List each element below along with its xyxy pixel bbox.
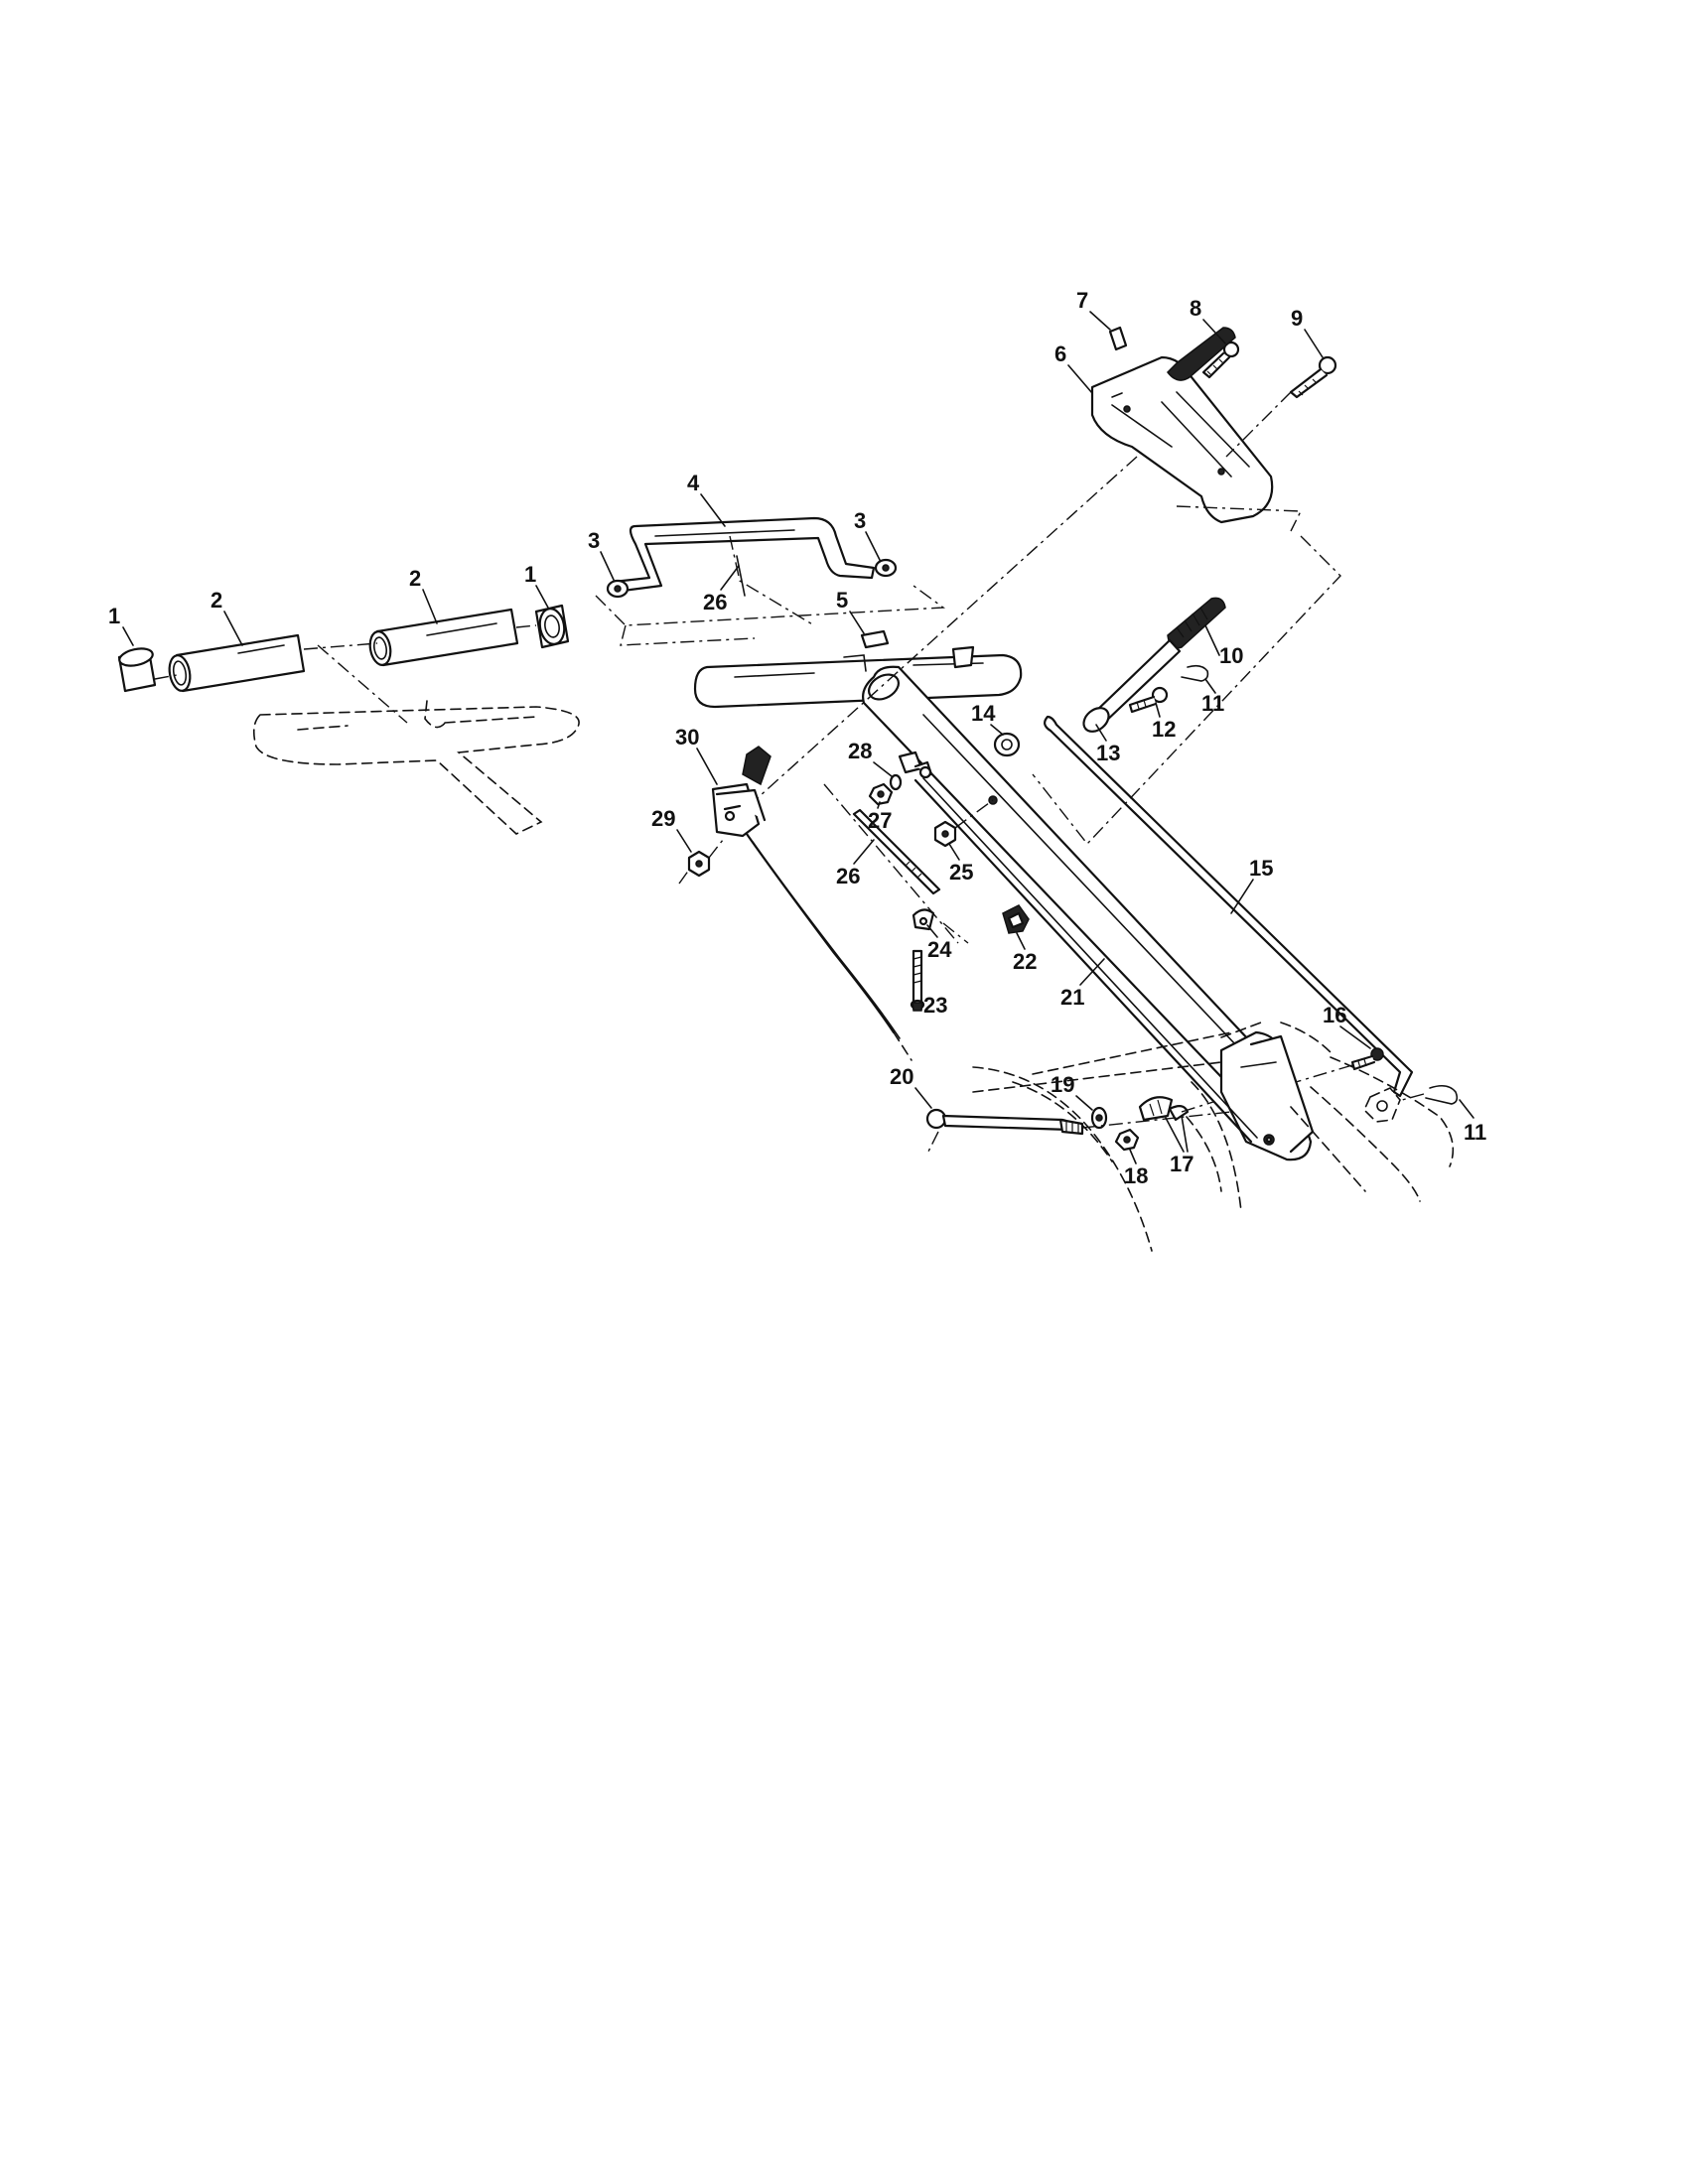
grip-tube-right: [368, 608, 519, 667]
callout-2b: 2: [409, 566, 421, 591]
lever-rod-20: [925, 1108, 1084, 1153]
callout-10: 10: [1219, 643, 1243, 668]
callout-14: 14: [971, 701, 996, 726]
upper-handle-assembly: [595, 516, 1023, 709]
callout-23: 23: [923, 993, 947, 1018]
main-handle-tube: [862, 665, 1315, 1161]
shift-fork-ghost: [1363, 1087, 1401, 1123]
control-panel-shield: [1090, 355, 1274, 524]
callout-17: 17: [1170, 1152, 1193, 1176]
callout-30: 30: [675, 725, 699, 750]
callout-15: 15: [1249, 856, 1273, 881]
spacer-7: [1108, 326, 1128, 351]
shift-rod: [1044, 715, 1414, 1098]
control-lever-30: [711, 746, 772, 838]
callout-1b: 1: [524, 562, 536, 587]
screw-8: [1201, 341, 1240, 379]
callout-29: 29: [651, 806, 675, 831]
upper-handle-bar: [612, 516, 876, 594]
callout-28: 28: [848, 739, 872, 763]
nut-27: [868, 782, 894, 806]
washer-left: [606, 579, 630, 599]
callout-20: 20: [890, 1064, 913, 1089]
cable-26: [823, 783, 969, 944]
callout-3a: 3: [588, 528, 600, 553]
callout-6: 6: [1054, 341, 1066, 366]
callout-24: 24: [927, 937, 952, 962]
callout-7: 7: [1076, 288, 1088, 313]
grip-tube-left: [168, 633, 306, 693]
washer-right: [874, 558, 898, 578]
shift-lever-assembly: [993, 327, 1414, 1098]
clip: [860, 629, 890, 649]
callout-11b: 11: [1464, 1120, 1486, 1145]
nut-18: [1114, 1128, 1140, 1152]
lower-lever-assembly: [925, 1031, 1242, 1252]
callout-11a: 11: [1201, 691, 1224, 716]
callout-9: 9: [1291, 306, 1303, 331]
hair-pin-upper: [1181, 664, 1209, 682]
lower-handle-frame: [693, 645, 1023, 709]
washer-19: [1090, 1106, 1108, 1130]
callout-19: 19: [1051, 1072, 1074, 1097]
cable-clip-22: [1002, 904, 1030, 934]
callout-1a: 1: [108, 604, 120, 628]
lower-bracket-plate: [1219, 1030, 1315, 1161]
ring-28: [889, 773, 903, 791]
cable-bracket: [898, 751, 933, 779]
end-cap-left: [117, 647, 157, 693]
callout-5: 5: [836, 588, 848, 613]
callout-labels: 1 1 2 2 3 3 4 5 6 7 8 9 10 11 11 12 13 1…: [108, 288, 1486, 1188]
hair-pin-lower: [1401, 1084, 1459, 1105]
bolt-9: [1225, 355, 1337, 458]
callout-8: 8: [1190, 296, 1201, 321]
bolt-12: [1128, 686, 1169, 714]
nut-29: [678, 839, 724, 885]
callout-25: 25: [949, 860, 973, 885]
nut-25: [933, 799, 994, 848]
callout-18: 18: [1124, 1163, 1148, 1188]
end-cap-right: [534, 604, 570, 649]
callout-27: 27: [868, 808, 892, 833]
spacer-14: [993, 732, 1021, 757]
shift-mechanism-lower: [1220, 1022, 1459, 1202]
callout-12: 12: [1152, 717, 1176, 742]
callout-16: 16: [1323, 1003, 1346, 1027]
cable-21: [913, 777, 1258, 1144]
bracket-17: [1138, 1096, 1214, 1122]
callout-13: 13: [1096, 741, 1120, 765]
bolt-16: [1295, 1047, 1384, 1083]
callout-26a: 26: [703, 590, 727, 614]
callout-3b: 3: [854, 508, 866, 533]
callout-21: 21: [1060, 985, 1084, 1010]
callout-2a: 2: [210, 588, 222, 613]
handle-bar-ghost: [252, 700, 580, 835]
bolt-23: [910, 949, 925, 1012]
cable-segment-upper: [736, 555, 746, 597]
handle-grip-assembly-left: [117, 604, 580, 835]
callout-4: 4: [687, 471, 700, 495]
callout-26b: 26: [836, 864, 860, 888]
clip-24: [912, 908, 935, 931]
control-cable-assembly: [678, 746, 1258, 1144]
callout-22: 22: [1013, 949, 1037, 974]
